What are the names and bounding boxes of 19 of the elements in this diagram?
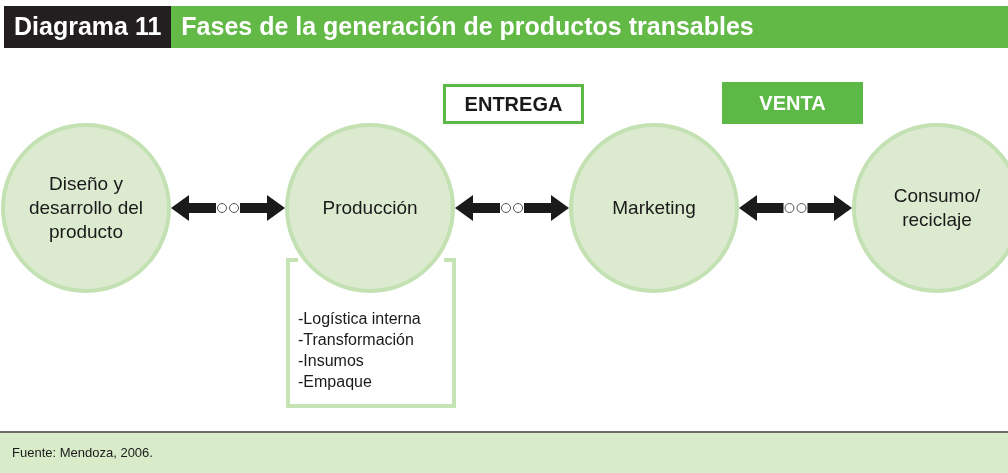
title: Fases de la generación de productos transables <box>180 11 754 43</box>
source-note: Fuente: Mendoza, 2006. <box>12 444 153 463</box>
phase-label: Producción <box>322 196 418 220</box>
phase-label: Consumo/ reciclaje <box>892 184 982 232</box>
list-item: -Logística interna <box>298 309 422 329</box>
diagram-number: Diagrama 11 <box>4 6 172 48</box>
list-item: -Insumos <box>298 351 365 371</box>
double-arrow <box>171 195 285 221</box>
stage-label: VENTA <box>759 91 826 116</box>
stage-label: ENTREGA <box>464 92 563 117</box>
phase-label: Diseño y desarrollo del producto <box>27 172 145 244</box>
list-item: -Transformación <box>298 330 415 350</box>
list-item: -Empaque <box>298 372 373 392</box>
double-arrow <box>455 195 569 221</box>
stage-tag <box>443 84 584 124</box>
stage-tag <box>722 82 863 124</box>
detail-box <box>286 293 456 408</box>
phase-label: Marketing <box>612 196 696 220</box>
double-arrow <box>739 195 852 221</box>
